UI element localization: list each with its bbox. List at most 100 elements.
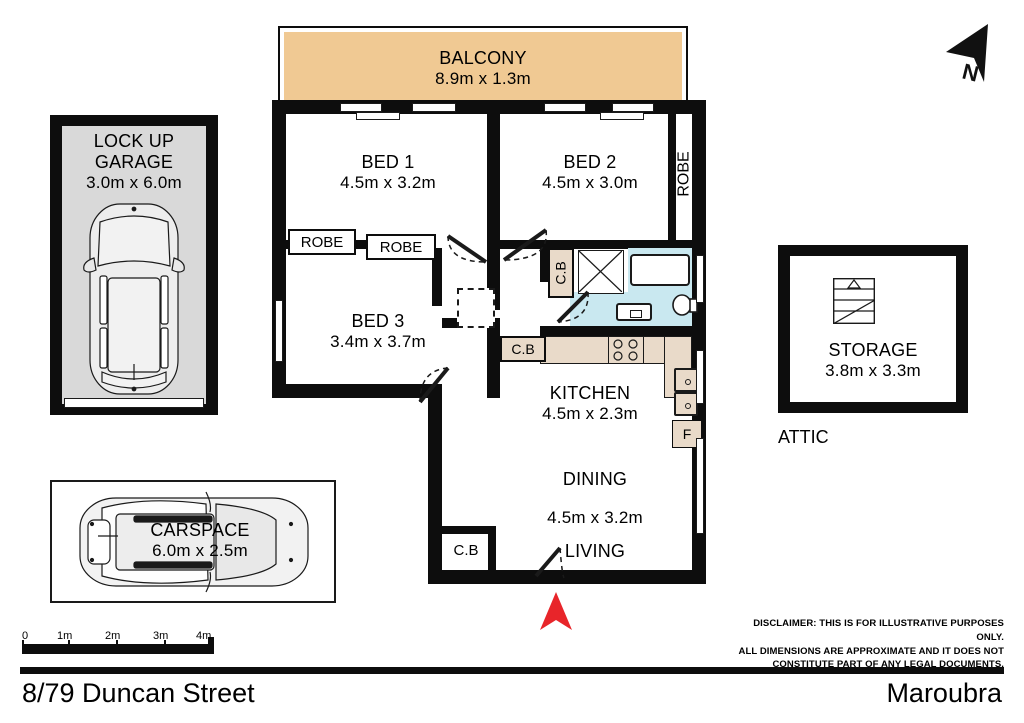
scale-label-2: 2m	[105, 630, 121, 642]
storage-dim: 3.8m x 3.3m	[825, 360, 921, 380]
sliding-door-bed2-b	[612, 103, 654, 112]
scale-tick-0	[22, 640, 24, 654]
hatch-outline	[457, 288, 495, 328]
garage-door	[64, 398, 204, 408]
wall-bed2-bottom	[500, 240, 540, 249]
wall-hall-right-lower	[487, 320, 500, 398]
attic-label: ATTIC	[778, 427, 829, 447]
sliding-door-bed2-b2	[600, 112, 644, 120]
stair-ladder-icon	[833, 278, 875, 324]
laundry-appliances	[674, 368, 698, 416]
scale-label-4: 4m	[196, 630, 212, 642]
disclaimer-line-2: ALL DIMENSIONS ARE APPROXIMATE AND IT DO…	[738, 645, 1004, 657]
basin-bowl	[630, 310, 642, 318]
shower-fixture	[578, 250, 624, 294]
scale-label-1: 1m	[57, 630, 73, 642]
svg-text:N: N	[960, 59, 981, 87]
window-dining-right	[696, 438, 704, 534]
garage-name-2: GARAGE	[94, 151, 174, 172]
storage-floor	[790, 256, 956, 402]
robe-bed2-label: ROBE	[676, 151, 693, 197]
disclaimer-block: DISCLAIMER: THIS IS FOR ILLUSTRATIVE PUR…	[724, 617, 1004, 672]
room-label-storage: STORAGE 3.8m x 3.3m	[790, 340, 956, 381]
cupboard-bath-label: C.B	[553, 261, 569, 285]
cooktop-fixture	[608, 336, 644, 364]
balcony-fill	[284, 32, 682, 104]
dryer-fixture	[674, 392, 698, 416]
footer-address: 8/79 Duncan Street	[22, 678, 255, 708]
bed3-name: BED 3	[351, 311, 405, 331]
cupboard-kitchen: C.B	[500, 336, 546, 362]
shower-cross-icon	[579, 251, 622, 292]
garage-name-1: LOCK UP	[93, 131, 175, 151]
robe-bed1-right-label: ROBE	[379, 238, 423, 256]
scale-label-0: 0	[22, 630, 29, 642]
robe-bed2: ROBE	[676, 106, 694, 242]
door-bed1	[446, 234, 488, 264]
room-label-bed3: BED 3 3.4m x 3.7m	[290, 311, 466, 352]
sliding-door-bed1-a	[340, 103, 382, 112]
room-label-kitchen: KITCHEN 4.5m x 2.3m	[500, 383, 680, 424]
car-carspace-icon	[79, 491, 309, 593]
wall-cb-living-right	[488, 526, 496, 570]
carspace-name: CARSPACE	[150, 520, 250, 540]
room-label-garage: LOCK UP GARAGE 3.0m x 6.0m	[62, 131, 206, 192]
door-bathroom	[556, 290, 590, 324]
room-label-carspace: CARSPACE 6.0m x 2.5m	[110, 520, 290, 561]
sliding-door-bed2-a	[544, 103, 586, 112]
cupboard-living: C.B	[442, 534, 490, 566]
wall-bath-top	[540, 240, 596, 249]
wall-robe-bed2	[668, 100, 676, 248]
wall-bed1-bed2	[487, 100, 500, 248]
carspace-dim: 6.0m x 2.5m	[152, 540, 248, 560]
scale-bar	[22, 632, 220, 654]
robe-bed1-right: ROBE	[366, 234, 436, 260]
bed3-dim: 3.4m x 3.7m	[330, 331, 426, 351]
scale-bar-body	[22, 644, 214, 654]
scale-label-3: 3m	[153, 630, 169, 642]
bed2-dim: 4.5m x 3.0m	[542, 172, 638, 192]
wall-cb-living-top	[442, 526, 496, 534]
bed1-name: BED 1	[361, 152, 415, 172]
wall-bed3-bottom	[272, 384, 442, 398]
room-label-living: LIVING	[500, 541, 690, 562]
balcony-dim: 8.9m x 1.3m	[435, 68, 531, 88]
car-garage-icon	[83, 203, 185, 395]
kitchen-dim: 4.5m x 2.3m	[542, 403, 638, 423]
bed1-dim: 4.5m x 3.2m	[340, 172, 436, 192]
door-bed2	[502, 228, 548, 262]
wall-bed2-bottom-2	[596, 240, 706, 249]
footer-suburb: Maroubra	[886, 678, 1002, 708]
wall-left-upper	[272, 100, 286, 248]
door-bed3	[418, 366, 450, 404]
sliding-door-bed1-a2	[356, 112, 400, 120]
window-bed3-left	[275, 300, 283, 362]
cupboard-bath: C.B	[548, 248, 574, 298]
wall-hall-left	[432, 248, 442, 306]
window-kitchen-right	[696, 350, 704, 404]
room-label-bed2: BED 2 4.5m x 3.0m	[506, 152, 674, 193]
room-label-balcony: BALCONY 8.9m x 1.3m	[288, 48, 678, 89]
bathtub-fixture	[630, 254, 690, 286]
cupboard-kitchen-label: C.B	[511, 341, 535, 357]
robe-bed1-left-label: ROBE	[300, 233, 344, 251]
toilet-fixture	[672, 292, 698, 318]
dining-dim: 4.5m x 3.2m	[547, 507, 643, 527]
scale-tick-3	[164, 640, 166, 654]
scale-tick-2	[116, 640, 118, 654]
wall-bath-bottom	[540, 326, 706, 336]
wall-living-left	[428, 384, 442, 584]
bed2-name: BED 2	[563, 152, 617, 172]
room-label-bed1: BED 1 4.5m x 3.2m	[300, 152, 476, 193]
living-name: LIVING	[564, 541, 626, 561]
door-entry	[534, 546, 565, 579]
disclaimer-line-3: CONSTITUTE PART OF ANY LEGAL DOCUMENTS.	[772, 659, 1004, 671]
room-label-dining: DINING 4.5m x 3.2m	[500, 469, 690, 528]
footer-divider	[20, 667, 1004, 674]
kitchen-name: KITCHEN	[549, 383, 631, 403]
scale-tick-1	[68, 640, 70, 654]
sliding-door-bed1-b	[412, 103, 456, 112]
wall-bath-left	[540, 248, 549, 282]
window-bath-right	[696, 255, 704, 303]
